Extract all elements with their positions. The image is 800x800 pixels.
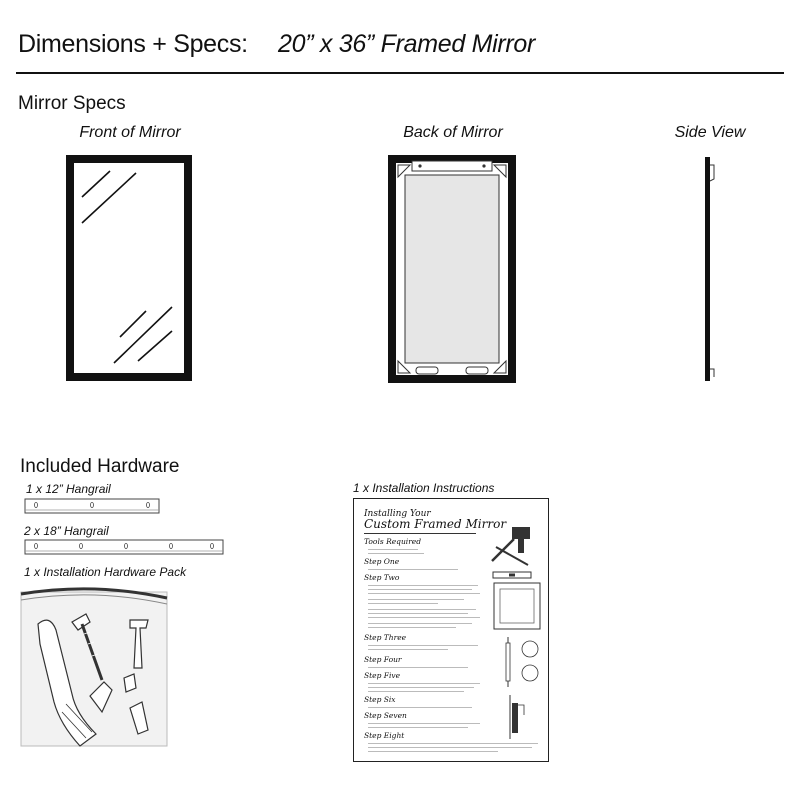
step-heading: Step Six: [364, 695, 396, 704]
back-view-label: Back of Mirror: [403, 124, 503, 141]
step-heading: Step Two: [364, 573, 400, 582]
title-divider: [16, 72, 784, 74]
mirror-diagram-icon: [493, 582, 541, 630]
wall-mount-icon: [505, 637, 539, 687]
step-heading: Step Five: [364, 671, 401, 680]
title-underline: [364, 533, 476, 534]
anchor-icon: [89, 619, 149, 735]
step-heading: Step Seven: [364, 711, 407, 720]
instructions-sheet: Installing Your Custom Framed Mirror Too…: [353, 498, 549, 762]
hardware-heading: Included Hardware: [20, 456, 180, 477]
back-mirror-diagram: [388, 155, 516, 383]
hangrail-icon: [24, 498, 160, 514]
instructions-title: Custom Framed Mirror: [364, 517, 507, 531]
hangrail-18-label: 2 x 18” Hangrail: [24, 524, 109, 538]
front-mirror-diagram: [66, 155, 192, 381]
step-heading: Step One: [364, 557, 400, 566]
front-view-label: Front of Mirror: [79, 124, 181, 141]
drill-icon: [491, 527, 530, 566]
hangrail-strip-icon: [37, 619, 97, 747]
hardware-pack-label: 1 x Installation Hardware Pack: [24, 565, 187, 579]
hardware-bag-icon: [20, 587, 168, 747]
install-detail-icon: [509, 695, 525, 739]
step-heading: Step Eight: [364, 731, 405, 740]
step-heading: Step Four: [364, 655, 402, 664]
mirror-specs-heading: Mirror Specs: [18, 93, 126, 114]
side-mirror-diagram: [705, 157, 715, 381]
side-view-label: Side View: [674, 124, 746, 141]
screw-icon: [71, 613, 104, 681]
instructions-label: 1 x Installation Instructions: [353, 481, 495, 495]
level-icon: [492, 571, 532, 579]
page-subtitle: 20” x 36” Framed Mirror: [278, 30, 536, 58]
step-heading: Tools Required: [364, 537, 422, 546]
page-title: Dimensions + Specs:: [18, 30, 248, 58]
step-heading: Step Three: [364, 633, 407, 642]
mirror-glare-icon: [81, 170, 173, 364]
hangrail-12-label: 1 x 12” Hangrail: [26, 482, 111, 496]
instructions-title-small: Installing Your: [364, 509, 431, 519]
hangrail-icon: [24, 539, 224, 555]
